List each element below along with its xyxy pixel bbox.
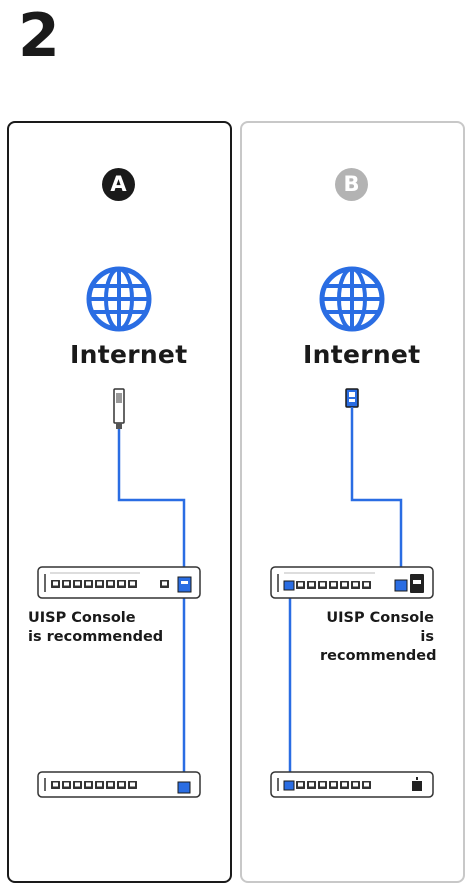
globe-icon-a — [89, 269, 149, 329]
switch-device-b — [270, 771, 434, 798]
cable-internet-router-b — [350, 407, 403, 580]
panel-a — [7, 121, 232, 883]
panel-b — [240, 121, 465, 883]
router-device-b — [270, 566, 434, 599]
note-b-line1: UISP Console — [326, 610, 434, 626]
rj45-connector-icon — [345, 388, 359, 408]
router-device-a — [37, 566, 201, 599]
note-b-line2: is recommended — [320, 629, 437, 664]
step-number: 2 — [18, 1, 60, 71]
cable-internet-router-a — [117, 429, 186, 580]
sfp-module-icon — [113, 388, 125, 429]
note-a-line2: is recommended — [28, 629, 164, 645]
switch-device-a — [37, 771, 201, 798]
badge-a: A — [102, 168, 135, 201]
internet-label-b: Internet — [303, 340, 421, 369]
note-a: UISP Console is recommended — [28, 609, 163, 647]
note-a-line1: UISP Console — [28, 610, 136, 626]
note-b: UISP Console is recommended — [320, 609, 437, 666]
badge-b: B — [335, 168, 368, 201]
internet-label-a: Internet — [70, 340, 188, 369]
globe-icon-b — [322, 269, 382, 329]
